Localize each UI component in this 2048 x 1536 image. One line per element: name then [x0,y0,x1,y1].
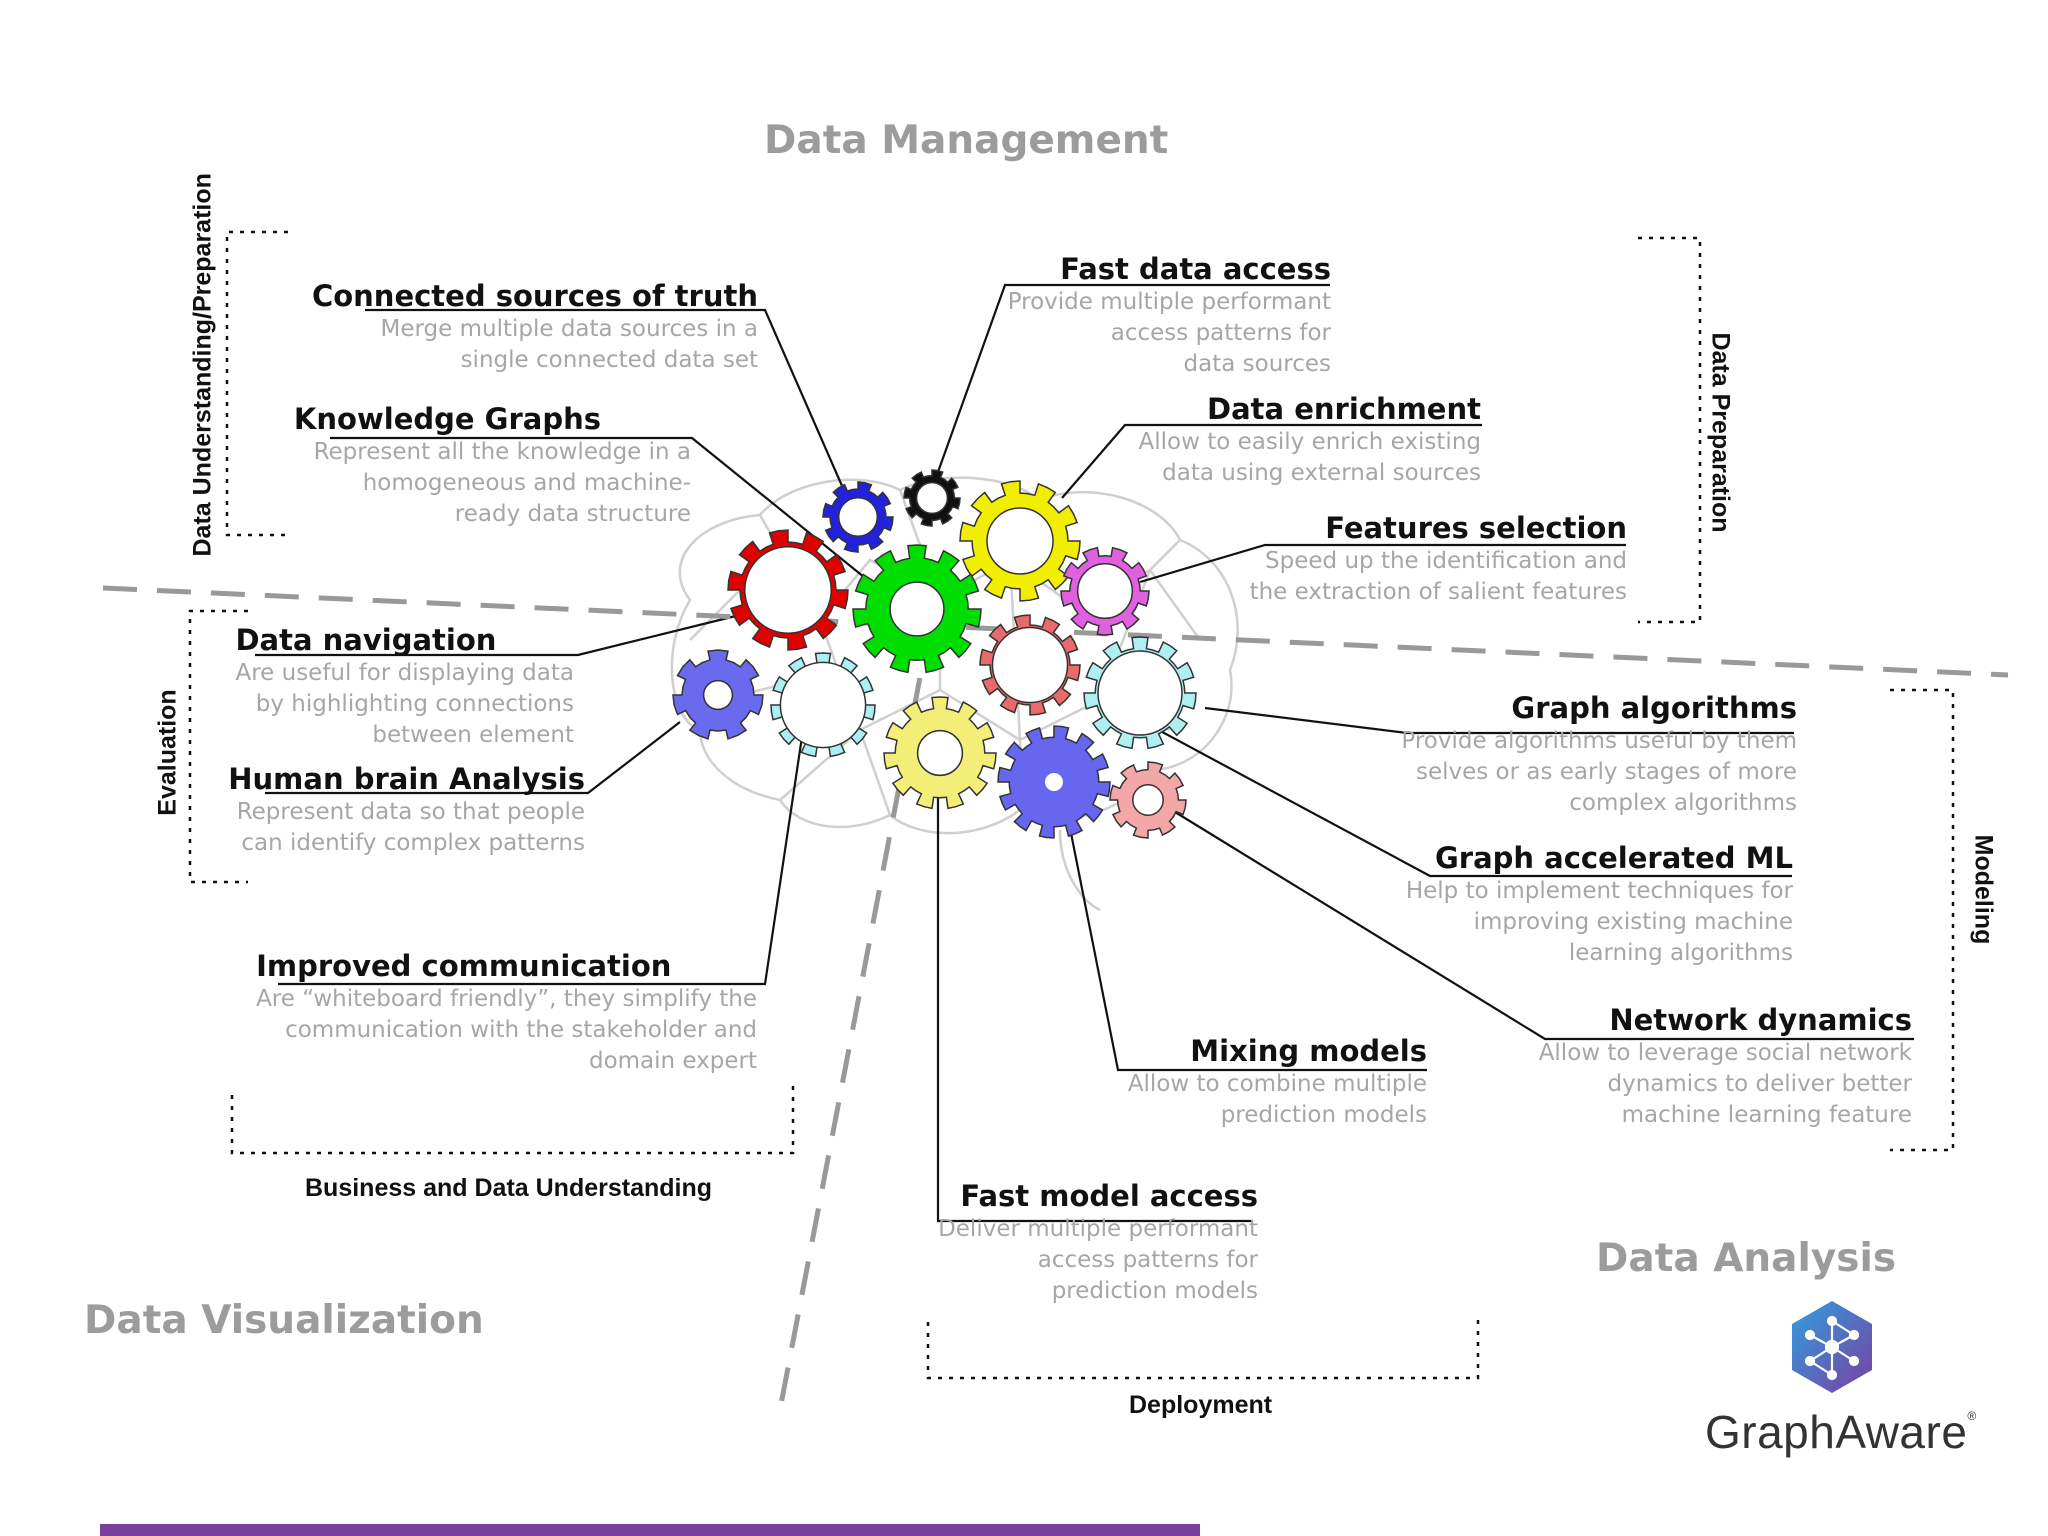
item-title: Graph algorithms [1511,691,1797,725]
item-title: Mixing models [1190,1034,1427,1068]
item-description: Deliver multiple performant access patte… [938,1216,1258,1304]
accent-bar [100,1524,1200,1536]
phase-brackets [188,230,1955,1380]
item-title: Network dynamics [1609,1003,1912,1037]
item-human-brain-analysis: Human brain Analysis Represent data so t… [228,761,585,859]
gear-hole [991,626,1069,704]
gear-hole [916,729,964,777]
gear-hole [837,496,879,538]
item-data-navigation: Data navigation Are useful for displayin… [235,622,574,751]
item-graph-algorithms: Graph algorithms Provide algorithms usef… [1401,690,1797,819]
item-fast-data-access: Fast data access Provide multiple perfor… [1008,251,1331,380]
item-description: Allow to easily enrich existing data usi… [1138,429,1481,486]
item-description: Provide multiple performant access patte… [1007,289,1331,377]
gear-hole [1076,562,1134,620]
item-title: Features selection [1325,511,1627,545]
item-network-dynamics: Network dynamics Allow to leverage socia… [1539,1002,1912,1131]
gear-hole [1132,784,1164,816]
gear-hole [1097,650,1183,736]
graphaware-logo-text: GraphAware® [1705,1405,1977,1459]
quadrant-title-data-management: Data Management [764,118,1169,163]
item-title: Connected sources of truth [311,279,758,313]
item-description: Represent data so that people can identi… [236,799,585,856]
item-title: Graph accelerated ML [1435,841,1793,875]
item-description: Speed up the identification and the extr… [1249,548,1627,605]
item-title: Data enrichment [1207,392,1481,426]
item-title: Fast model access [960,1179,1258,1213]
gear-hole [986,507,1054,575]
item-title: Human brain Analysis [228,762,585,796]
item-description: Are “whiteboard friendly”, they simplify… [256,986,757,1074]
leader-lines [255,283,1914,1223]
item-features-selection: Features selection Speed up the identifi… [1250,510,1627,608]
quadrant-title-data-analysis: Data Analysis [1596,1236,1897,1281]
registered-mark: ® [1967,1409,1977,1423]
item-knowledge-graphs: Knowledge Graphs Represent all the knowl… [294,401,691,530]
item-description: Represent all the knowledge in a homogen… [313,439,691,527]
quadrant-title-data-visualization: Data Visualization [84,1298,484,1343]
item-description: Are useful for displaying data by highli… [235,660,574,748]
graphaware-logo-icon [1792,1301,1872,1393]
item-title: Knowledge Graphs [293,402,601,436]
gear-hole [915,481,949,515]
item-description: Help to implement techniques for improvi… [1405,878,1793,966]
gear-hole [889,581,945,637]
item-data-enrichment: Data enrichment Allow to easily enrich e… [1139,391,1481,489]
item-title: Data navigation [235,623,497,657]
phase-business-and-data-understanding: Business and Data Understanding [305,1174,713,1202]
brand-name: GraphAware [1705,1406,1968,1458]
phase-modeling: Modeling [1969,834,1998,945]
item-fast-model-access: Fast model access Deliver multiple perfo… [938,1178,1258,1307]
phase-data-understanding-preparation: Data Understanding/Preparation [188,173,217,557]
phase-data-preparation: Data Preparation [1706,332,1735,533]
gear-hole [744,546,832,634]
gear-hole [702,679,734,711]
item-title: Fast data access [1060,252,1331,286]
item-connected-sources-of-truth: Connected sources of truth Merge multipl… [312,278,758,376]
item-description: Merge multiple data sources in a single … [380,316,758,373]
item-title: Improved communication [256,949,672,983]
item-description: Provide algorithms useful by them selves… [1401,728,1797,816]
phase-deployment: Deployment [1129,1391,1273,1419]
gear-hole [779,661,867,749]
item-mixing-models: Mixing models Allow to combine multiple … [1128,1033,1427,1131]
item-description: Allow to leverage social network dynamic… [1538,1040,1912,1128]
phase-evaluation: Evaluation [153,689,182,816]
gears-cluster [672,469,1197,839]
gear-hub [1045,773,1063,791]
item-description: Allow to combine multiple prediction mod… [1127,1071,1427,1128]
item-improved-communication: Improved communication Are “whiteboard f… [256,948,757,1077]
item-graph-accelerated-ml: Graph accelerated ML Help to implement t… [1406,840,1793,969]
